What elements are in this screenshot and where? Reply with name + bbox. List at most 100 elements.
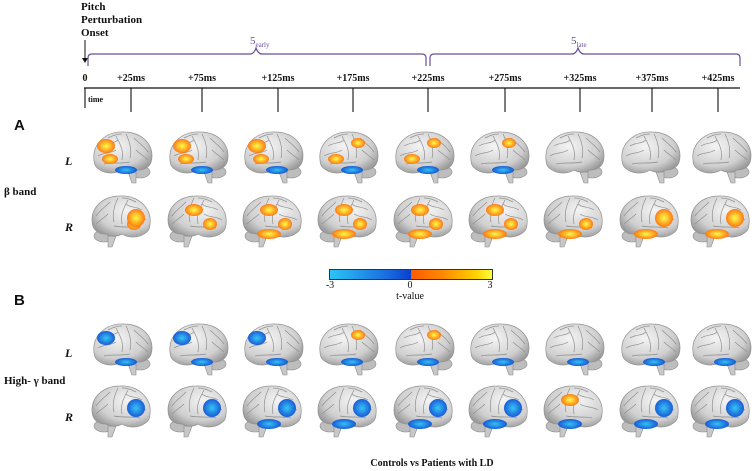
positive-activation xyxy=(127,209,145,227)
sulcus xyxy=(559,325,575,331)
sulcus xyxy=(254,353,282,357)
colorbar-mid-label: 0 xyxy=(407,280,413,291)
sulcus xyxy=(629,331,647,339)
negative-activation xyxy=(191,358,213,366)
sulcus xyxy=(338,387,345,413)
sulcus xyxy=(183,325,199,331)
negative-activation xyxy=(266,358,288,366)
band-label-high-gamma: High- γ band xyxy=(4,375,66,387)
sulcus xyxy=(498,197,514,203)
sulcus xyxy=(472,391,488,407)
sulcus xyxy=(284,329,300,345)
sulcus xyxy=(564,197,571,223)
sulcus xyxy=(399,149,419,157)
positive-activation xyxy=(483,229,507,239)
positive-activation xyxy=(404,154,420,164)
negative-activation xyxy=(504,399,522,417)
cortex-surface xyxy=(545,323,605,366)
sulcus xyxy=(504,213,524,221)
sulcus xyxy=(254,161,282,165)
early-window-label: 5early xyxy=(250,35,270,49)
brain-a-r-3 xyxy=(315,191,381,249)
brain-b-l-3 xyxy=(315,319,381,377)
sulcus xyxy=(623,213,637,225)
positive-activation xyxy=(579,218,593,230)
positive-activation xyxy=(427,330,441,340)
sulcus xyxy=(179,353,207,357)
early-bracket xyxy=(87,46,427,66)
positive-activation xyxy=(634,229,658,239)
sulcus xyxy=(429,213,449,221)
positive-activation xyxy=(257,229,281,239)
sulcus xyxy=(361,341,375,353)
positive-activation xyxy=(335,204,353,216)
sulcus xyxy=(97,149,117,157)
sulcus xyxy=(427,393,445,401)
sulcus xyxy=(547,403,561,415)
sulcus xyxy=(427,203,445,211)
sulcus xyxy=(329,161,357,165)
positive-activation xyxy=(655,209,673,227)
hemisphere-label-b-left: L xyxy=(65,346,73,360)
sulcus xyxy=(559,133,575,139)
onset-line-3: Onset xyxy=(81,27,109,39)
negative-activation xyxy=(257,419,281,429)
brain-a-r-2 xyxy=(240,191,306,249)
brain-a-r-1 xyxy=(165,191,231,249)
sulcus xyxy=(549,149,569,157)
tick-label: +125ms xyxy=(261,73,295,84)
brain-b-r-5 xyxy=(466,381,532,439)
sulcus xyxy=(498,387,514,393)
negative-activation xyxy=(278,399,296,417)
hemisphere-label-a-left: L xyxy=(65,154,73,168)
sulcus xyxy=(661,329,677,345)
early-number: 5 xyxy=(250,35,256,47)
sulcus xyxy=(263,387,270,413)
sulcus xyxy=(121,199,129,225)
sulcus xyxy=(95,213,109,225)
sulcus xyxy=(321,403,335,415)
negative-activation xyxy=(248,331,266,345)
brain-a-l-5 xyxy=(466,127,532,185)
sulcus xyxy=(409,325,425,331)
sulcus xyxy=(478,139,496,147)
sulcus xyxy=(272,387,288,393)
sulcus xyxy=(577,325,584,351)
sulcus xyxy=(643,327,651,353)
tick-label: +375ms xyxy=(635,73,669,84)
positive-activation xyxy=(561,394,579,406)
sulcus xyxy=(286,149,300,161)
sulcus xyxy=(625,341,645,349)
sulcus xyxy=(694,391,710,407)
brain-b-r-3 xyxy=(315,381,381,439)
brain-a-l-8 xyxy=(688,127,754,185)
positive-activation xyxy=(705,229,729,239)
negative-activation xyxy=(332,419,356,429)
sulcus xyxy=(264,415,292,419)
brain-b-l-1 xyxy=(165,319,231,377)
sulcus xyxy=(700,331,718,339)
sulcus xyxy=(135,341,149,353)
tick-label: +275ms xyxy=(488,73,522,84)
sulcus xyxy=(125,133,132,159)
sulcus xyxy=(474,341,494,349)
sulcus xyxy=(649,387,665,393)
positive-activation xyxy=(173,139,191,153)
cortex-surface xyxy=(545,131,605,174)
negative-activation xyxy=(483,419,507,429)
sulcus xyxy=(272,389,280,415)
sulcus xyxy=(95,391,111,407)
sulcus xyxy=(553,331,571,339)
brain-b-l-4 xyxy=(391,319,457,377)
negative-activation xyxy=(558,419,582,429)
sulcus xyxy=(201,393,219,401)
sulcus xyxy=(112,197,119,223)
sulcus xyxy=(266,327,274,353)
hemisphere-label-b-right: R xyxy=(65,410,74,424)
sulcus xyxy=(696,341,716,349)
brain-a-r-6 xyxy=(541,191,607,249)
brainstem xyxy=(726,171,736,184)
positive-activation xyxy=(328,154,344,164)
negative-activation xyxy=(341,166,363,174)
positive-activation xyxy=(726,209,744,227)
